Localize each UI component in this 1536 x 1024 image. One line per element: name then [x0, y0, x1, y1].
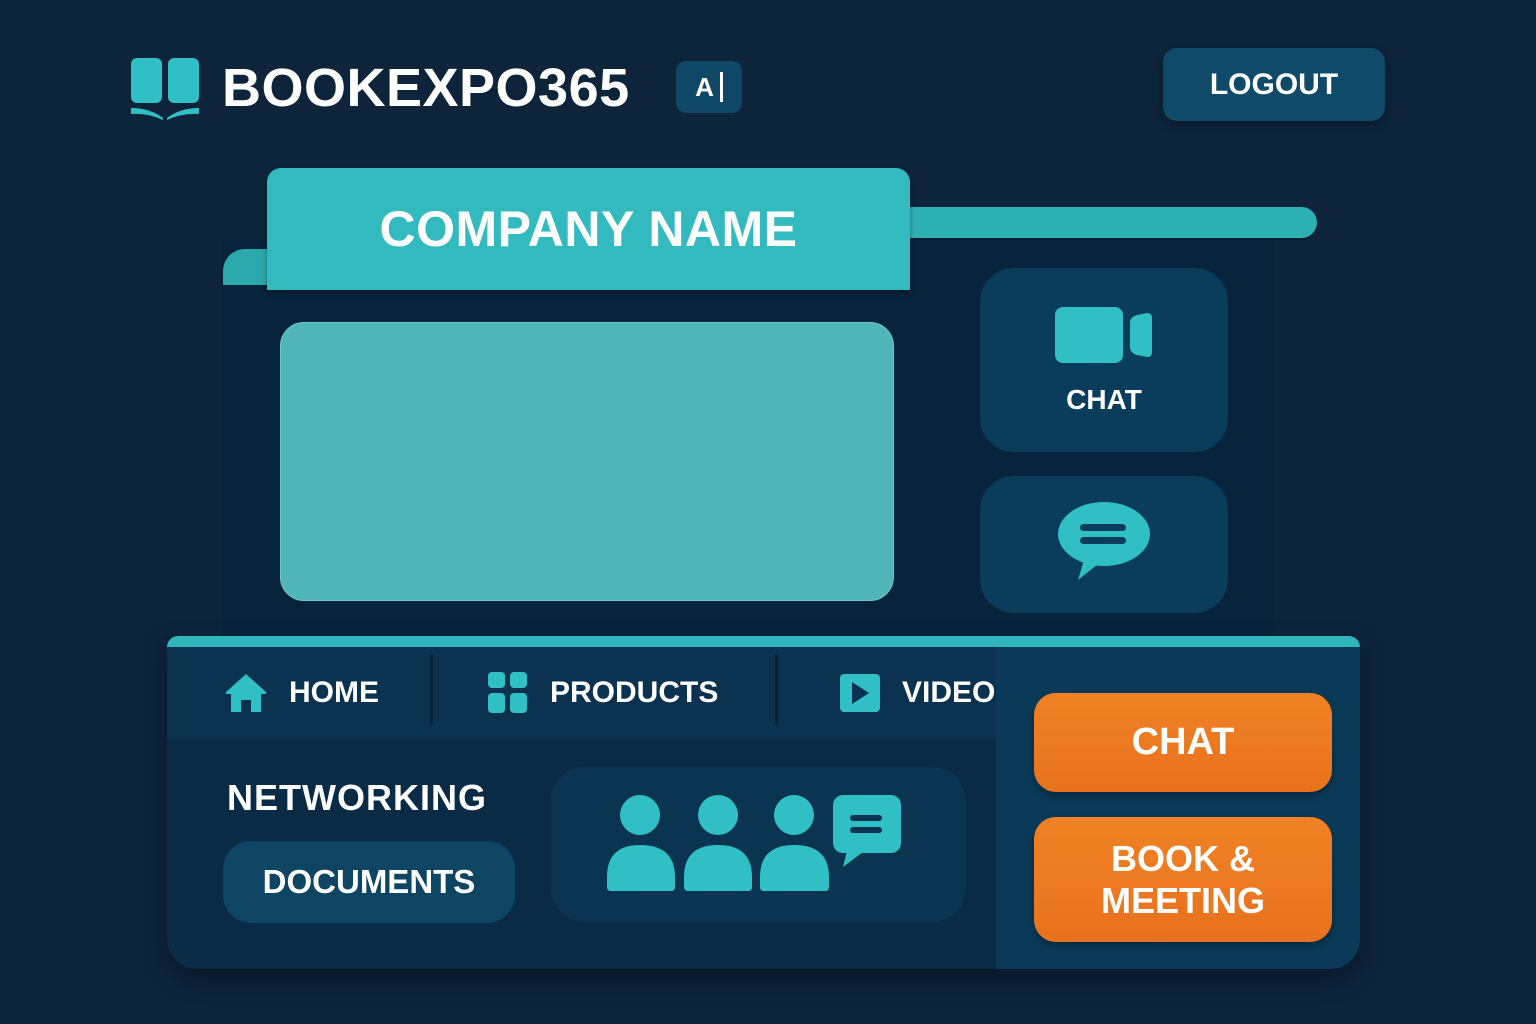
nav-video[interactable]: VIDEO: [778, 647, 996, 739]
video-chat-tile[interactable]: CHAT: [980, 268, 1228, 452]
networking-card[interactable]: [551, 767, 966, 922]
banner-curl-decoration: [223, 249, 273, 285]
ai-badge-label: A: [695, 71, 714, 102]
chat-button[interactable]: CHAT: [1034, 693, 1332, 792]
nav-divider: [775, 655, 778, 725]
company-name-banner: COMPANY NAME: [267, 168, 910, 290]
text-cursor-icon: [719, 72, 723, 102]
booth-nav: HOME PRODUCTS VIDEO: [167, 647, 996, 739]
nav-home[interactable]: HOME: [167, 647, 433, 739]
counter-top-edge: [167, 636, 1360, 647]
nav-home-label: HOME: [289, 676, 379, 709]
nav-video-label: VIDEO: [902, 676, 996, 709]
booth-counter: HOME PRODUCTS VIDEO: [167, 636, 1360, 969]
nav-products-label: PRODUCTS: [550, 676, 719, 709]
networking-label: NETWORKING: [227, 777, 487, 818]
home-icon: [225, 672, 267, 714]
nav-divider: [430, 655, 433, 725]
chat-bubble-icon: [1056, 502, 1152, 587]
grid-icon: [488, 672, 528, 714]
ai-badge[interactable]: A: [676, 61, 742, 113]
counter-left-panel: NETWORKING DOCUMENTS: [167, 739, 996, 969]
play-icon: [840, 674, 880, 712]
video-camera-icon: [1055, 305, 1153, 370]
counter-right-panel: CHAT BOOK & MEETING: [996, 647, 1360, 969]
book-meeting-button[interactable]: BOOK & MEETING: [1034, 817, 1332, 942]
brand-title: BOOKEXPO365: [222, 58, 630, 118]
message-tile[interactable]: [980, 476, 1228, 613]
booth-screen[interactable]: [280, 322, 894, 601]
open-book-icon: [130, 58, 200, 120]
booth-top-rail: [905, 207, 1317, 238]
documents-button[interactable]: DOCUMENTS: [223, 841, 515, 923]
group-chat-icon: [607, 795, 903, 896]
logout-button[interactable]: LOGOUT: [1163, 48, 1385, 121]
video-chat-label: CHAT: [1066, 383, 1142, 415]
nav-products[interactable]: PRODUCTS: [433, 647, 778, 739]
book-meeting-label: BOOK & MEETING: [1100, 837, 1265, 921]
